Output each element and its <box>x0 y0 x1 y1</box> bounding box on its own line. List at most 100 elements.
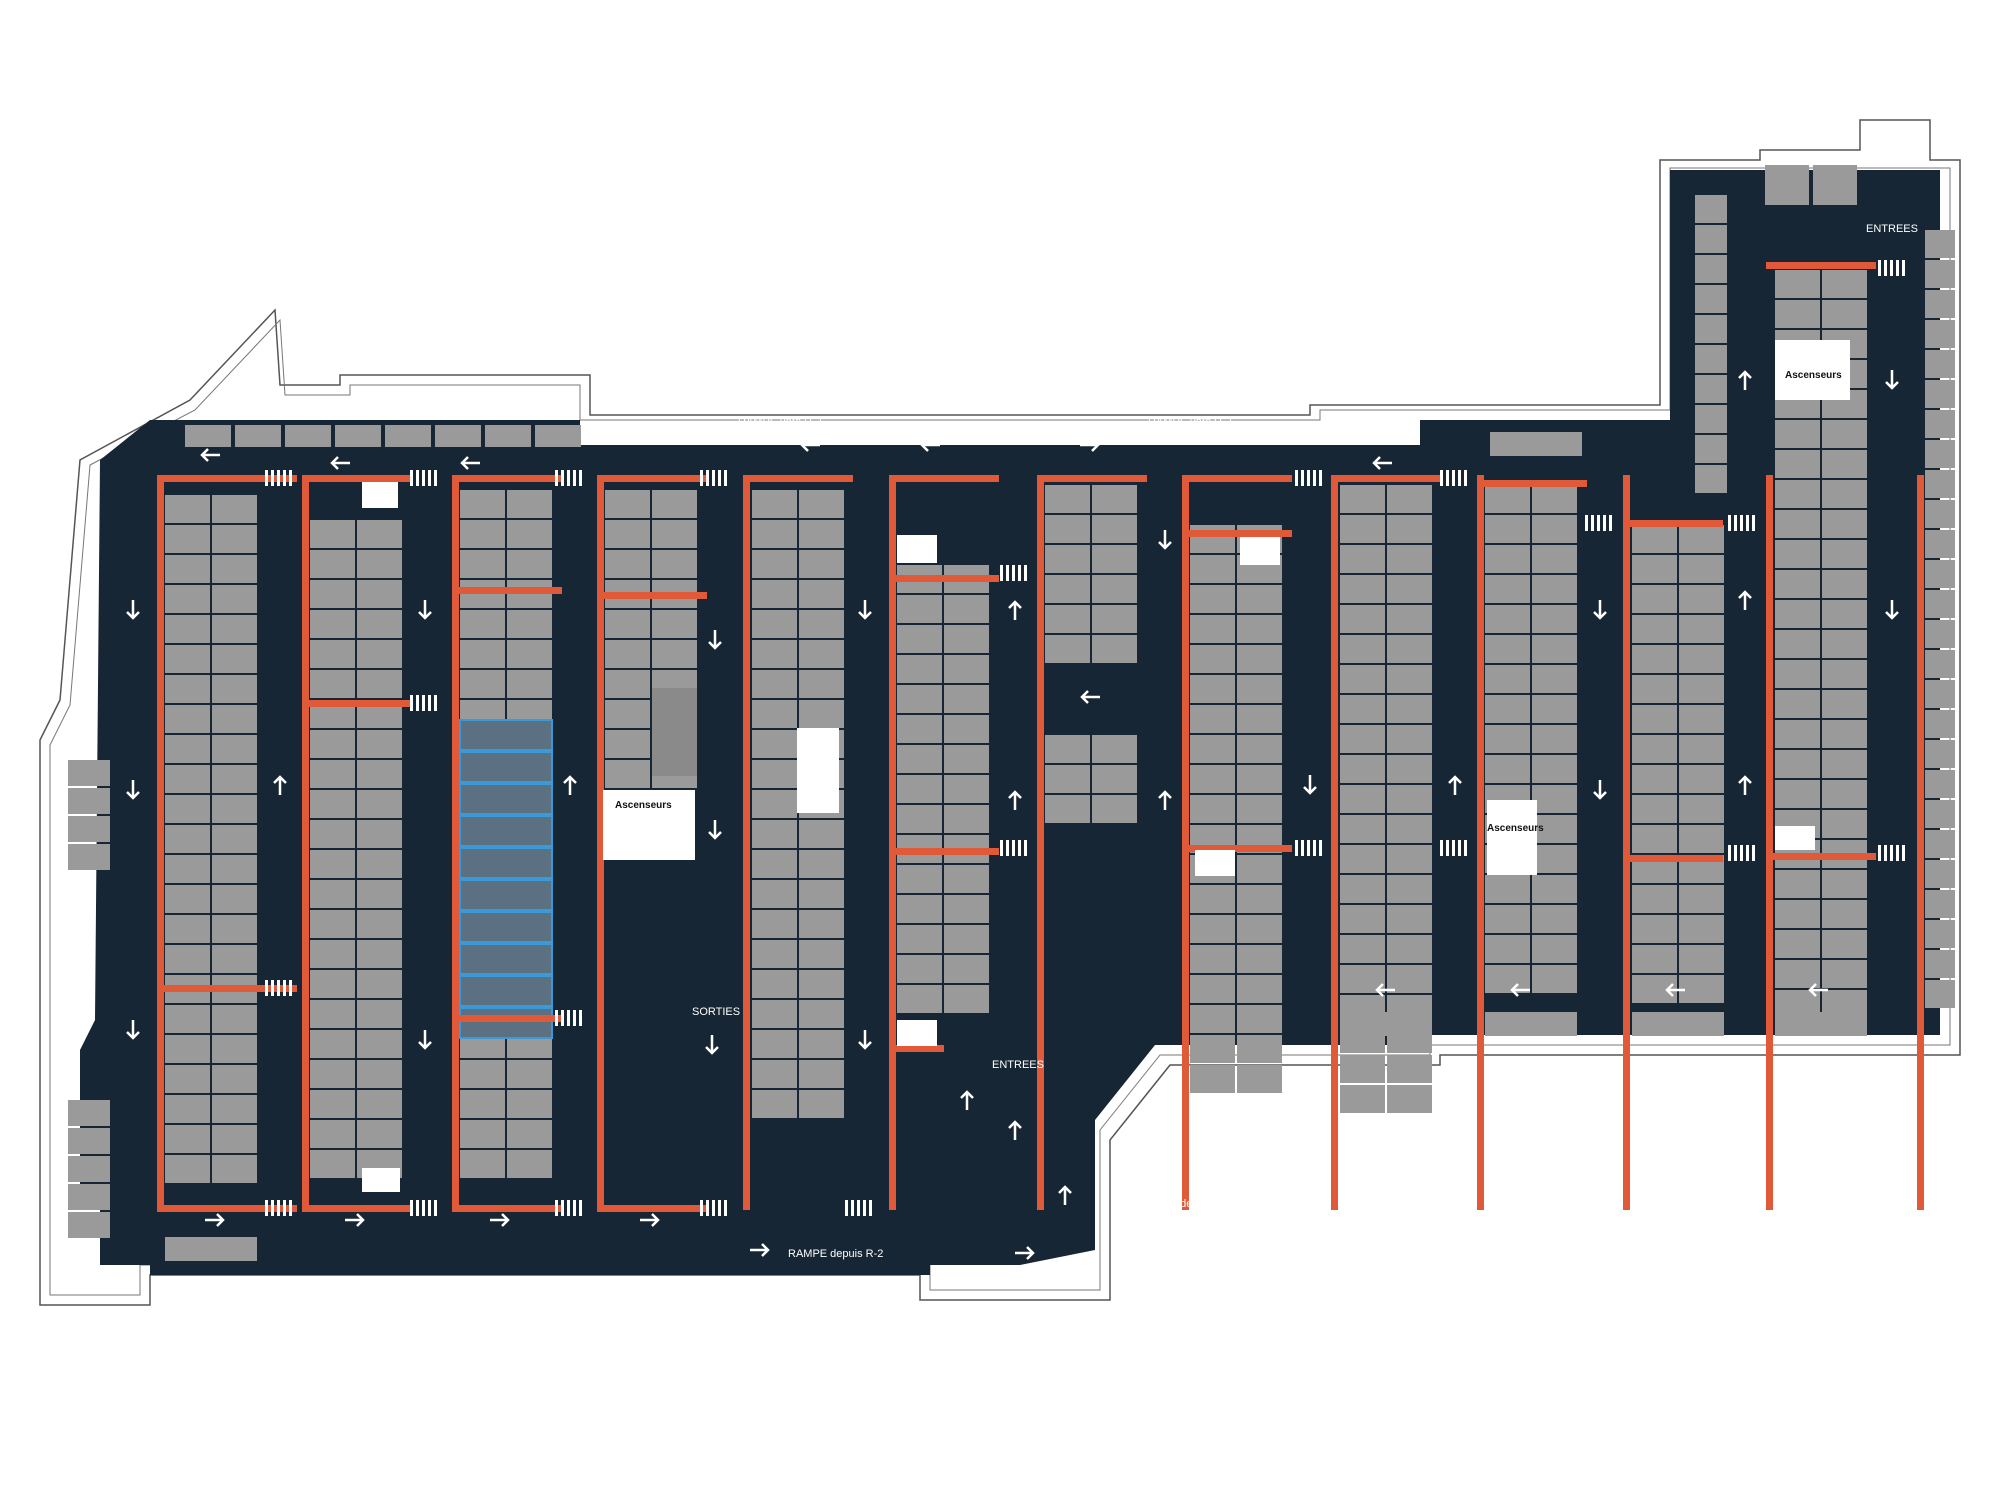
parking-stall <box>1695 375 1727 403</box>
parking-stall <box>165 675 210 703</box>
crossing-stripe <box>428 1200 431 1216</box>
parking-stall <box>1190 525 1235 553</box>
parking-stall <box>799 880 844 908</box>
parking-stall <box>1485 755 1530 783</box>
barrier-line <box>889 848 999 855</box>
crossing-stripe <box>1464 840 1467 856</box>
parking-stall <box>1190 555 1235 583</box>
crossing-stripe <box>573 1010 576 1026</box>
parking-stall <box>507 640 552 668</box>
parking-stall <box>1532 545 1577 573</box>
parking-stall <box>165 585 210 613</box>
parking-stall <box>1237 975 1282 1003</box>
parking-stall <box>1237 675 1282 703</box>
parking-stall <box>212 735 257 763</box>
parking-stall <box>1340 575 1385 603</box>
parking-stall <box>1679 945 1724 973</box>
parking-stall <box>652 610 697 638</box>
crossing-stripe <box>1313 470 1316 486</box>
parking-stall <box>212 1065 257 1093</box>
crossing-stripe <box>265 1200 268 1216</box>
crossing-stripe <box>724 1200 727 1216</box>
crossing-stripe <box>555 470 558 486</box>
parking-stall <box>1775 660 1820 688</box>
crossing-stripe <box>265 470 268 486</box>
parking-stall <box>1190 885 1235 913</box>
parking-stall <box>1925 470 1955 498</box>
parking-stall <box>165 1065 210 1093</box>
crossing-stripe <box>1734 845 1737 861</box>
parking-stall <box>507 610 552 638</box>
parking-stall <box>1765 165 1809 205</box>
crossing-stripe <box>1012 565 1015 581</box>
parking-stall <box>1340 695 1385 723</box>
reserved-stall <box>459 911 553 943</box>
arrow-left-icon <box>1080 690 1100 704</box>
barrier-line <box>597 475 707 482</box>
parking-stall <box>1925 530 1955 558</box>
parking-stall <box>1387 515 1432 543</box>
parking-stall <box>1237 855 1282 883</box>
parking-stall <box>357 940 402 968</box>
ramp-from-r2-bottom-label: RAMPE depuis R-2 <box>788 1248 883 1260</box>
barrier-line <box>302 1205 412 1212</box>
traffic-arrows <box>126 370 1899 1260</box>
arrow-down-icon <box>1158 530 1172 550</box>
parking-stall <box>212 765 257 793</box>
parking-stall <box>1925 350 1955 378</box>
parking-stall <box>897 895 942 923</box>
parking-stall <box>212 1095 257 1123</box>
parking-stall <box>1775 750 1820 778</box>
parking-stall <box>1775 630 1820 658</box>
crossing-stripe <box>1585 515 1588 531</box>
parking-stall <box>1632 765 1677 793</box>
parking-stall <box>212 825 257 853</box>
crossing-stripe <box>712 1200 715 1216</box>
parking-stall <box>68 1128 110 1154</box>
parking-stall <box>1387 755 1432 783</box>
crossing-stripe <box>579 1010 582 1026</box>
parking-stall <box>1925 440 1955 468</box>
parking-stall <box>357 1120 402 1148</box>
parking-stall <box>897 955 942 983</box>
barrier-line <box>1331 475 1338 1210</box>
arrow-right-icon <box>1080 438 1100 452</box>
parking-stall <box>212 645 257 673</box>
parking-stall <box>1340 785 1385 813</box>
parking-stall <box>1925 920 1955 948</box>
parking-stall <box>1092 795 1137 823</box>
parking-stall <box>1632 645 1677 673</box>
parking-stall <box>165 555 210 583</box>
parking-stall <box>507 490 552 518</box>
parking-stall <box>165 945 210 973</box>
parking-stall <box>68 788 110 814</box>
parking-stall <box>1925 890 1955 918</box>
parking-stall <box>1822 750 1867 778</box>
ascenseurs-label-3: Ascenseurs <box>1785 370 1842 381</box>
parking-stall <box>752 1000 797 1028</box>
parking-stall <box>1775 870 1820 898</box>
parking-stall <box>357 640 402 668</box>
parking-stall <box>1387 845 1432 873</box>
parking-stall <box>165 1125 210 1153</box>
parking-stall <box>1679 885 1724 913</box>
parking-stall <box>1822 600 1867 628</box>
stair-block-4 <box>1195 850 1235 876</box>
parking-stall <box>605 730 650 758</box>
parking-stall <box>1925 620 1955 648</box>
parking-stall <box>1387 965 1432 993</box>
parking-stall <box>1237 645 1282 673</box>
parking-stall <box>1822 720 1867 748</box>
parking-stall <box>212 855 257 883</box>
parking-stall <box>799 490 844 518</box>
parking-stall <box>752 670 797 698</box>
parking-stall <box>1925 830 1955 858</box>
arrow-right-icon <box>490 1213 510 1227</box>
crossing-stripe <box>428 470 431 486</box>
parking-stall <box>1775 690 1820 718</box>
ramp-from-r2-right-label: RAMPE depuis R-2 <box>1138 1198 1233 1210</box>
parking-stall <box>752 970 797 998</box>
parking-stall <box>310 910 355 938</box>
parking-stall <box>1387 635 1432 663</box>
parking-stall <box>310 820 355 848</box>
